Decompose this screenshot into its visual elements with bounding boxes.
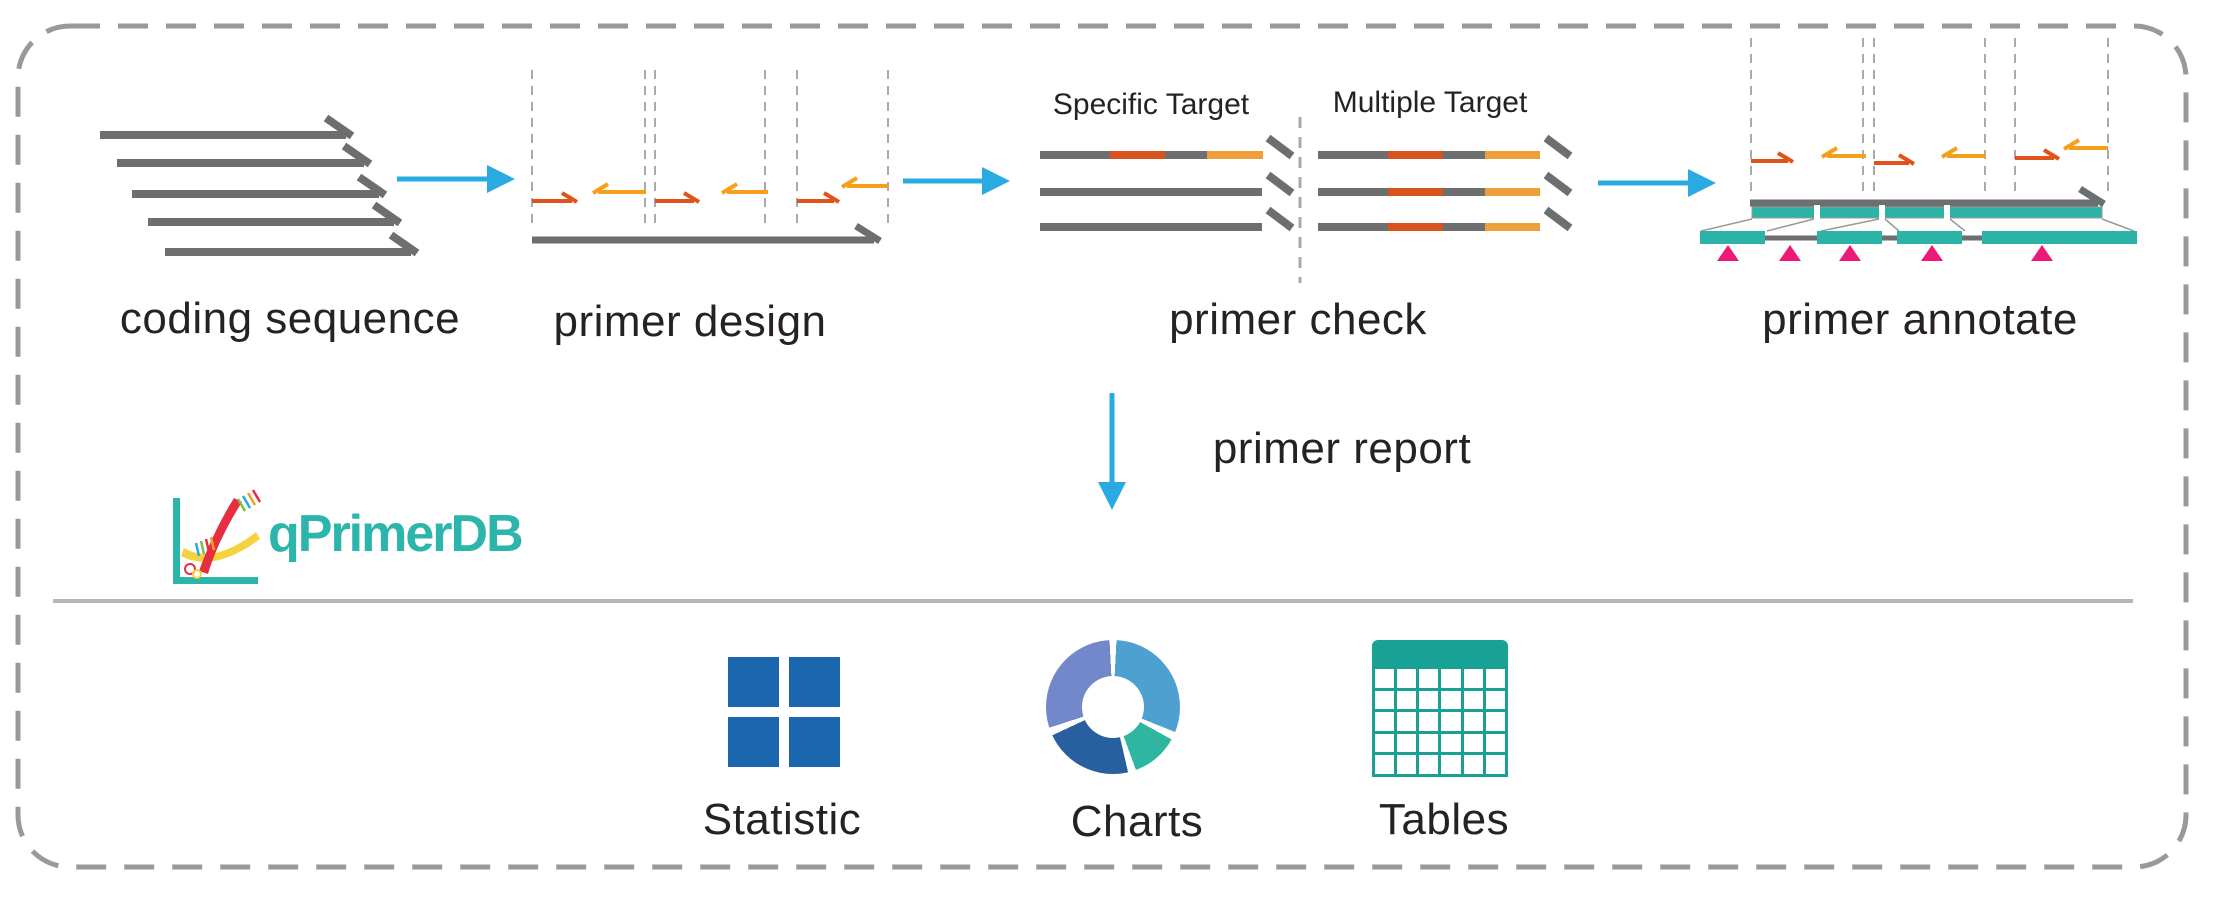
step-label-coding-sequence: coding sequence [119, 294, 461, 343]
output-label-charts: Charts [1070, 797, 1204, 846]
output-label-tables: Tables [1378, 795, 1510, 844]
annotation-marker-triangle-icon [1717, 245, 2053, 261]
table-grid [1372, 666, 1508, 777]
qprimerdb-logo-text: qPrimerDB [268, 505, 524, 563]
step-label-primer-design: primer design [553, 297, 827, 346]
donut-chart-icon [1046, 640, 1180, 774]
statistic-grid-icon [728, 657, 840, 767]
qpcr-curve-axis-logo-mark [173, 489, 262, 584]
gene-structure-annotation-icon [1700, 38, 2137, 261]
forward-primer-icon [532, 191, 841, 204]
dashed-outer-border [15, 23, 2189, 870]
specific-target-label: Specific Target [1052, 88, 1250, 121]
data-table-icon [1372, 640, 1508, 777]
target-alignment-arrows-icon [1040, 117, 1573, 283]
table-header-bar [1372, 640, 1508, 666]
output-label-statistic: Statistic [702, 795, 862, 844]
primer-pairs-on-template-icon [531, 70, 889, 244]
step-label-primer-check: primer check [1169, 295, 1427, 344]
step-label-primer-annotate: primer annotate [1762, 295, 2078, 344]
report-label: primer report [1212, 424, 1472, 473]
flow-arrow-icon [397, 165, 1716, 197]
donut-hole [1082, 676, 1144, 738]
stacked-sequence-arrows-icon [100, 114, 420, 257]
multiple-target-label: Multiple Target [1332, 86, 1528, 119]
down-arrow-icon [1098, 393, 1126, 510]
reverse-primer-icon [591, 176, 888, 195]
